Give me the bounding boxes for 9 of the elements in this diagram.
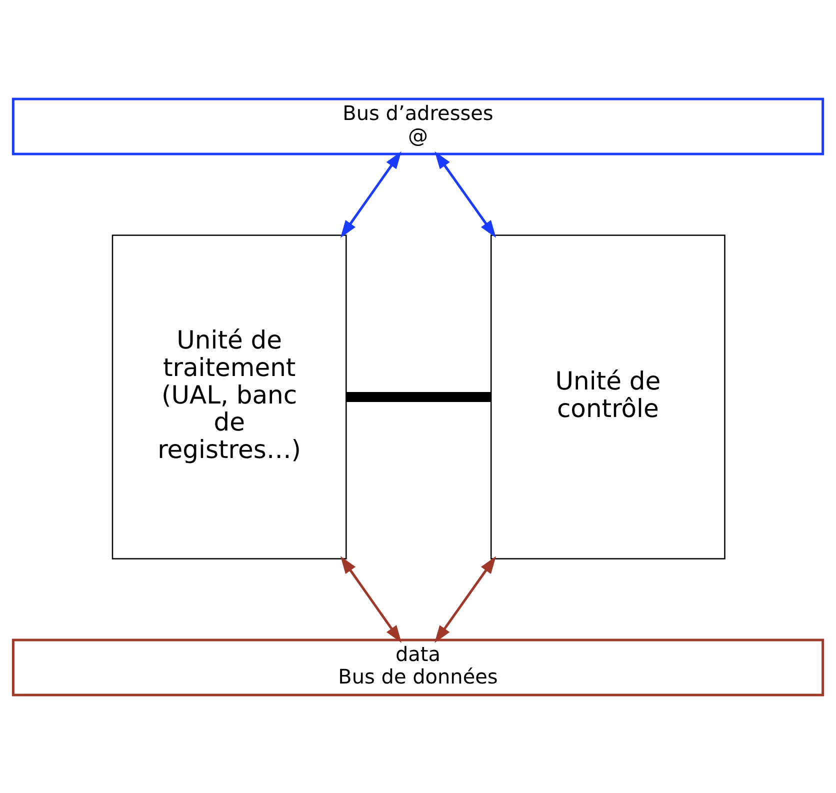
arrow xyxy=(340,150,402,238)
arrow xyxy=(434,150,496,238)
node-box: Unité de traitement (UAL, banc de registres…) xyxy=(112,234,347,559)
connector xyxy=(346,392,491,402)
node-box: Unité de contrôle xyxy=(490,234,726,559)
node-box: data Bus de données xyxy=(12,638,824,696)
arrow xyxy=(434,556,496,642)
arrow xyxy=(340,556,402,642)
node-box: Bus d’adresses @ xyxy=(12,97,824,155)
